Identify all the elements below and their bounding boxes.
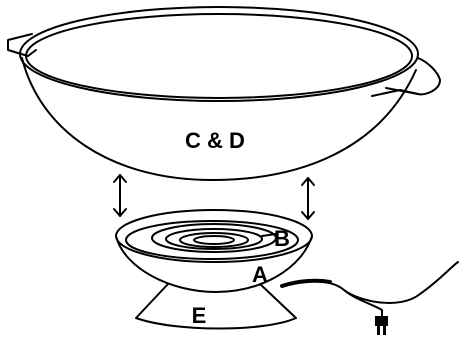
label-e: E: [192, 303, 207, 328]
label-a: A: [252, 262, 268, 287]
power-plug-icon: [375, 316, 388, 335]
left-double-arrow-icon: [113, 174, 127, 217]
heating-base-well: [125, 220, 299, 260]
wok-bowl: [21, 57, 417, 181]
heating-coil: [151, 223, 277, 253]
wok-pan: [7, 6, 441, 181]
wok-rim-outer: [19, 6, 419, 102]
heating-base-bowl: [115, 235, 313, 293]
power-cord-lower: [343, 289, 383, 317]
wok-rim-inner: [25, 13, 413, 99]
wok-right-handle: [371, 57, 441, 97]
heating-base: [115, 209, 313, 293]
power-cord-strain-relief: [280, 278, 332, 288]
right-double-arrow-icon: [301, 177, 315, 220]
label-c-and-d: C & D: [185, 128, 245, 153]
stand-base: [135, 283, 297, 330]
wok-right-handle-lip: [385, 87, 419, 95]
label-b: B: [274, 226, 290, 251]
wok-left-handle-inner: [27, 49, 37, 57]
assembly-arrows: [113, 174, 315, 220]
wok-left-handle: [7, 33, 33, 57]
